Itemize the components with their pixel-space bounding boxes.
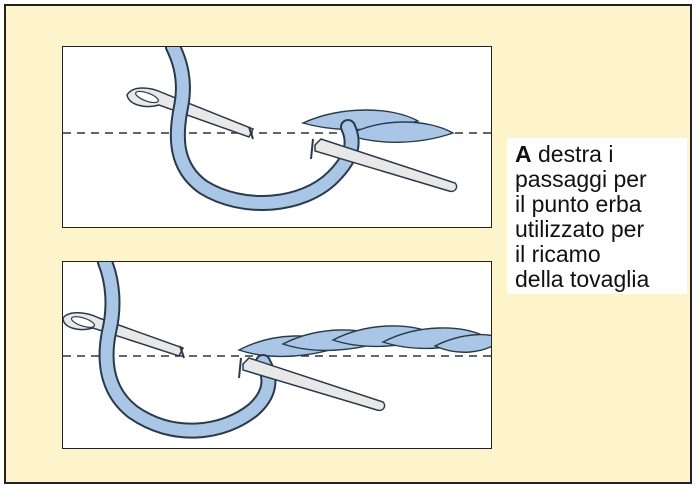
- caption-line: utilizzato per: [515, 217, 681, 242]
- caption-line: passaggi per: [515, 167, 681, 192]
- stitch-step-2-illustration: [63, 262, 492, 449]
- figure-frame: A destra i passaggi per il punto erba ut…: [4, 4, 692, 484]
- stitch-step-1-illustration: [63, 47, 492, 228]
- stitch-step-2-panel: [62, 261, 492, 449]
- caption-line-1-rest: destra i: [532, 141, 614, 167]
- caption-line: il ricamo: [515, 242, 681, 267]
- caption-line: il punto erba: [515, 192, 681, 217]
- caption-line-1: A destra i: [515, 142, 681, 167]
- caption-line: della tovaglia: [515, 267, 681, 292]
- caption-lead-letter: A: [515, 141, 532, 167]
- caption-box: A destra i passaggi per il punto erba ut…: [507, 138, 687, 294]
- stitch-step-1-panel: [62, 46, 492, 228]
- needle-icon: [63, 313, 184, 358]
